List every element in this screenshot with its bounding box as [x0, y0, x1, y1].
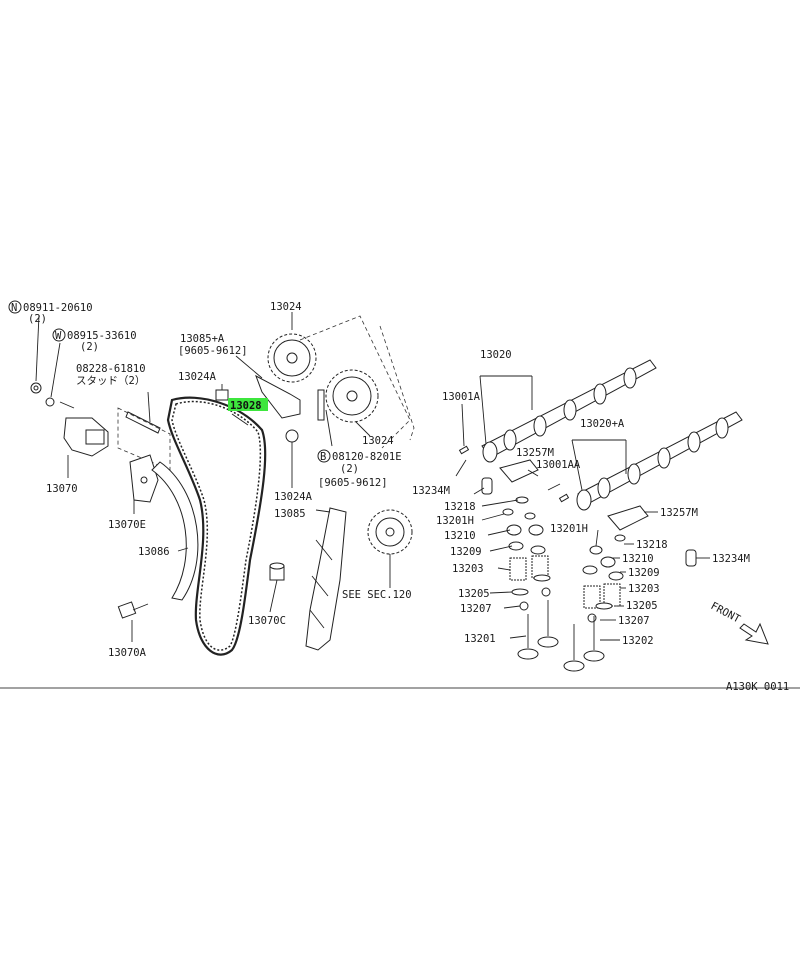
label-13085a: 13085+A	[180, 333, 225, 345]
label-13201h-right: 13201H	[550, 523, 588, 535]
label-13024a-lower: 13024A	[274, 491, 313, 503]
valve-train-left	[481, 459, 559, 660]
label-13210-left: 13210	[444, 530, 476, 542]
label-13205-right: 13205	[626, 600, 658, 612]
label-qty-b: (2)	[340, 463, 359, 475]
label-13218-left: 13218	[444, 501, 476, 513]
label-9605-9612-b: [9605-9612]	[318, 477, 388, 489]
label-13234m-right: 13234M	[712, 553, 750, 565]
tensioner-group	[30, 314, 199, 642]
label-9605-9612-a: [9605-9612]	[178, 345, 248, 357]
label-see-sec: SEE SEC.120	[342, 589, 412, 601]
label-13205-left: 13205	[458, 588, 490, 600]
timing-chain	[166, 396, 267, 656]
label-13070c: 13070C	[248, 615, 286, 627]
label-stud: スタッド（2）	[76, 375, 145, 387]
labels: N W B 08911-20610 (2) 08915-33610 (2) 08…	[8, 300, 789, 693]
n-letter: N	[11, 302, 17, 314]
label-13207-left: 13207	[460, 603, 492, 615]
label-13209-right: 13209	[628, 567, 660, 579]
camshafts	[458, 359, 743, 511]
label-13201h-left: 13201H	[436, 515, 474, 527]
sprockets	[215, 312, 415, 488]
label-13086: 13086	[138, 546, 170, 558]
label-13202: 13202	[622, 635, 654, 647]
label-13020a: 13020+A	[580, 418, 625, 430]
label-13001aa: 13001AA	[536, 459, 581, 471]
label-08911-20610: 08911-20610	[23, 302, 93, 314]
label-13203-left: 13203	[452, 563, 484, 575]
label-13209-left: 13209	[450, 546, 482, 558]
label-13070e: 13070E	[108, 519, 146, 531]
label-13207-right: 13207	[618, 615, 650, 627]
front-arrow	[739, 622, 769, 645]
label-13070: 13070	[46, 483, 78, 495]
label-13210-right: 13210	[622, 553, 654, 565]
leader-lines	[455, 459, 710, 641]
label-13257m-right: 13257M	[660, 507, 698, 519]
label-13070a: 13070A	[108, 647, 147, 659]
label-13028-highlight[interactable]: 13028	[230, 400, 262, 412]
label-13201: 13201	[464, 633, 496, 645]
label-13020: 13020	[480, 349, 512, 361]
label-13218-right: 13218	[636, 539, 668, 551]
label-13234m-left: 13234M	[412, 485, 450, 497]
label-qty-w: (2)	[80, 341, 99, 353]
label-13001a: 13001A	[442, 391, 481, 403]
lower-guide	[269, 507, 413, 651]
label-13024a-upper: 13024A	[178, 371, 217, 383]
label-13257m-left: 13257M	[516, 447, 554, 459]
label-13024-top: 13024	[270, 301, 302, 313]
label-08120-8201e: 08120-8201E	[332, 451, 402, 463]
label-08915-33610: 08915-33610	[67, 330, 137, 342]
w-badge	[52, 328, 66, 342]
label-qty-n: (2)	[28, 313, 47, 325]
w-letter: W	[55, 330, 62, 342]
highlight-box	[228, 398, 268, 411]
label-13085: 13085	[274, 508, 306, 520]
label-08228-61810: 08228-61810	[76, 363, 146, 375]
label-front: FRONT	[709, 600, 743, 626]
label-13203-right: 13203	[628, 583, 660, 595]
n-badge	[8, 300, 22, 314]
label-figure-code: A130K 0011	[726, 681, 789, 693]
label-13024-mid: 13024	[362, 435, 394, 447]
b-letter: B	[320, 451, 326, 463]
b-badge	[317, 449, 331, 463]
